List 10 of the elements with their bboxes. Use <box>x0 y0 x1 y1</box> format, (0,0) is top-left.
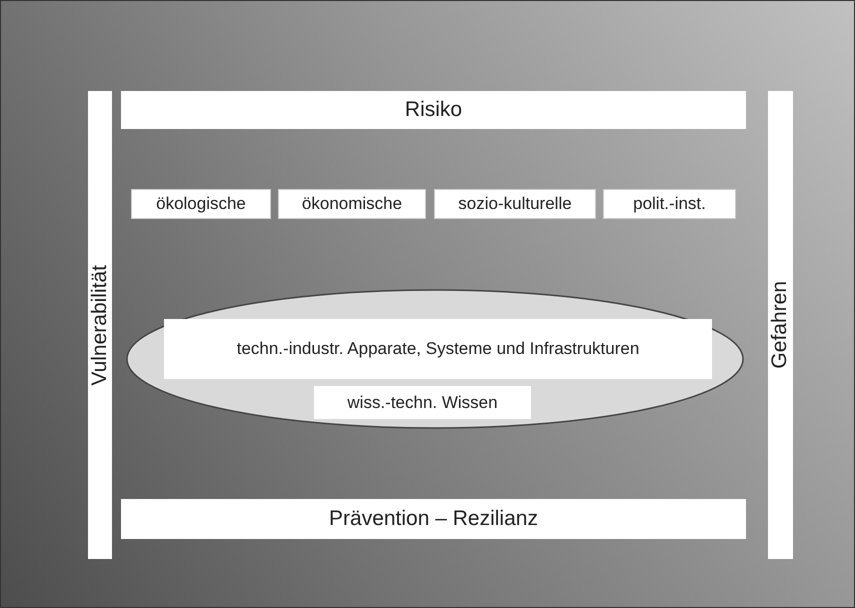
header-bar: Risiko <box>121 91 746 129</box>
category-label: sozio-kulturelle <box>434 189 596 219</box>
category-label: ökonomische <box>278 189 426 219</box>
label-panel: techn.-industr. Apparate, Systeme und Infrastrukturen <box>164 319 712 379</box>
side-bar: Vulnerabilität <box>88 91 112 559</box>
side-bar: Gefahren <box>768 91 793 559</box>
label-panel: wiss.-techn. Wissen <box>314 386 531 419</box>
footer-bar: Prävention – Rezilianz <box>121 499 746 539</box>
category-label: ökologische <box>131 189 271 219</box>
category-label: polit.-inst. <box>603 189 736 219</box>
